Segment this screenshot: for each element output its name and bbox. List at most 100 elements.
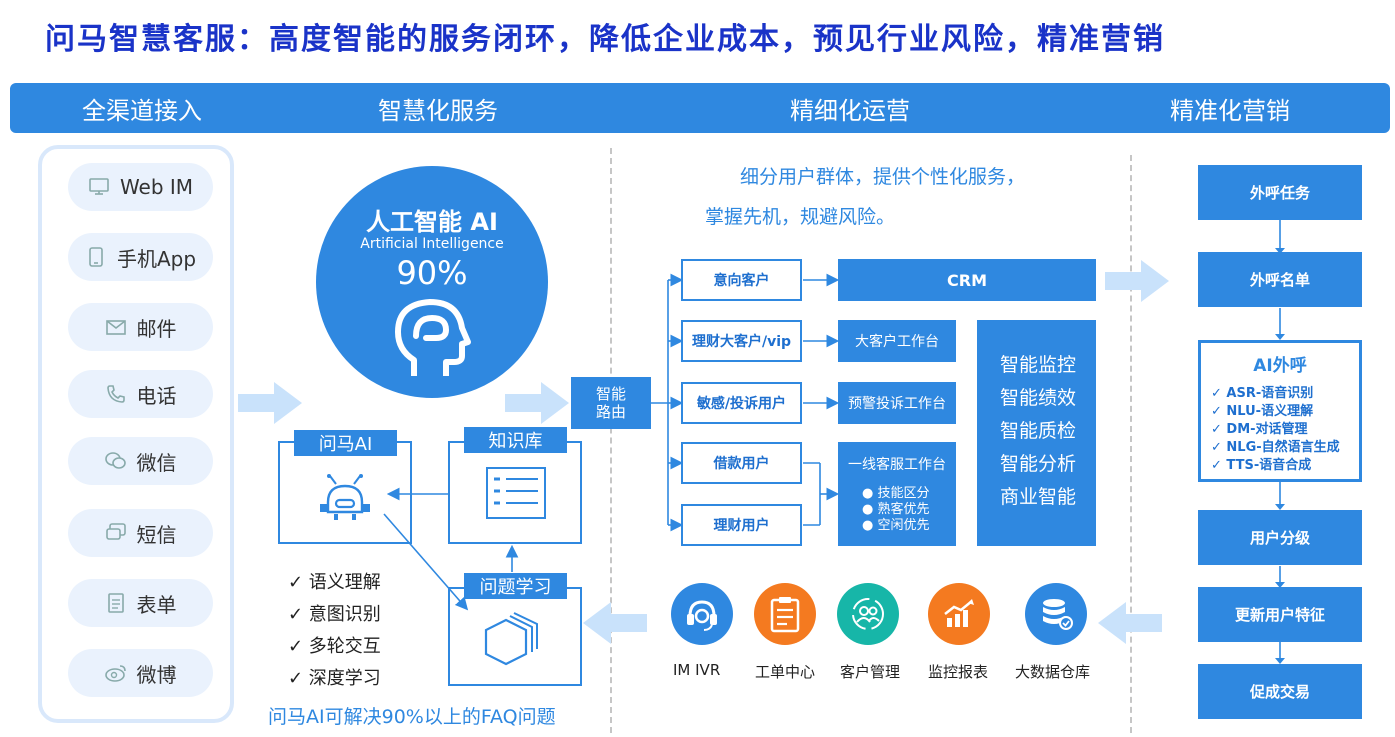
monitor-icon [88, 176, 110, 198]
outbound-list[interactable]: 外呼名单 [1198, 252, 1362, 307]
close-deal[interactable]: 促成交易 [1198, 664, 1362, 719]
mail-icon [105, 316, 127, 338]
divider-right [1130, 155, 1132, 733]
capability-item: ✓ 深度学习 [288, 668, 381, 689]
page-title: 问马智慧客服：高度智能的服务闭环，降低企业成本，预见行业风险，精准营销 [45, 22, 1165, 57]
wechat-icon [104, 450, 127, 472]
weibo-icon [104, 662, 127, 684]
knowledge-base-label: 知识库 [464, 427, 567, 453]
ai-outbound-list: ✓ ASR-语音识别 ✓ NLU-语义理解 ✓ DM-对话管理 ✓ NLG-自然… [1211, 385, 1340, 475]
chart-icon[interactable] [928, 583, 990, 645]
complaint-workbench[interactable]: 预警投诉工作台 [838, 382, 956, 424]
channel-sms[interactable]: 短信 [68, 509, 213, 557]
smart-router[interactable]: 智能 路由 [571, 377, 651, 429]
ai-head-icon [395, 299, 471, 376]
flow-arrow-data [1098, 602, 1162, 644]
ai-circle: 人工智能 AI Artificial Intelligence 90% [316, 166, 548, 398]
ai-outbound-item: ✓ NLU-语义理解 [1211, 404, 1314, 419]
layers-hexagon-icon [484, 612, 538, 666]
router-line1: 智能 [595, 385, 626, 403]
smart-item: 智能质检 [1000, 420, 1077, 442]
header-bar [10, 83, 1390, 133]
header-marketing: 精准化营销 [1170, 97, 1290, 125]
document-list-icon [486, 467, 546, 519]
module-label: 工单中心 [755, 663, 816, 681]
flow-arrow-marketing [1105, 260, 1169, 302]
headset-icon[interactable] [671, 583, 733, 645]
capability-item: ✓ 意图识别 [288, 604, 381, 625]
capability-item: ✓ 语义理解 [288, 572, 381, 593]
router-line2: 路由 [595, 403, 626, 421]
ai-subtitle: Artificial Intelligence [360, 236, 504, 252]
channel-label: Web IM [119, 175, 194, 199]
capability-item: ✓ 多轮交互 [288, 636, 381, 657]
segment-complaint-user[interactable]: 敏感/投诉用户 [681, 382, 802, 424]
header-operations: 精细化运营 [790, 97, 910, 125]
smart-item: 智能绩效 [1000, 387, 1077, 409]
crm-box[interactable]: CRM [838, 259, 1096, 301]
operations-intro-line2: 掌握先机，规避风险。 [705, 206, 896, 228]
ai-title: 人工智能 AI [366, 208, 498, 236]
sms-icon [105, 522, 127, 544]
segment-intent-customer[interactable]: 意向客户 [681, 259, 802, 301]
channel-panel [38, 145, 234, 723]
channel-telephone[interactable]: 电话 [68, 370, 213, 418]
ai-outbound-item: ✓ TTS-语音合成 [1211, 458, 1312, 473]
channel-label: 表单 [136, 592, 177, 617]
users-icon[interactable] [837, 583, 899, 645]
flow-arrow-channels [238, 382, 302, 424]
smart-item: 商业智能 [1000, 486, 1077, 508]
marketing-connectors [1275, 220, 1285, 664]
header-smart-service: 智慧化服务 [378, 97, 498, 125]
ai-outbound-box[interactable]: AI外呼 ✓ ASR-语音识别 ✓ NLU-语义理解 ✓ DM-对话管理 ✓ N… [1198, 340, 1362, 482]
user-grading[interactable]: 用户分级 [1198, 510, 1362, 565]
header-channels: 全渠道接入 [82, 97, 202, 125]
ai-percent: 90% [396, 254, 468, 292]
bullet-item: ● 技能区分 [862, 486, 930, 501]
bullet-item: ● 空闲优先 [862, 518, 930, 533]
channel-label: 短信 [136, 522, 177, 547]
question-learning-label: 问题学习 [464, 573, 567, 599]
channel-mail[interactable]: 邮件 [68, 303, 213, 351]
ai-flow-connectors [383, 487, 519, 611]
segment-vip-customer[interactable]: 理财大客户/vip [681, 320, 802, 362]
vip-workbench[interactable]: 大客户工作台 [838, 320, 956, 362]
channel-form[interactable]: 表单 [68, 579, 213, 627]
smart-item: 智能监控 [1000, 354, 1077, 376]
module-label: 客户管理 [840, 663, 901, 681]
smart-functions-panel: 智能监控 智能绩效 智能质检 智能分析 商业智能 [977, 320, 1096, 546]
bullet-item: ● 熟客优先 [862, 502, 930, 517]
ai-outbound-item: ✓ NLG-自然语言生成 [1211, 440, 1340, 455]
frontline-workbench-title: 一线客服工作台 [848, 457, 946, 473]
flow-arrow-learning [583, 602, 647, 644]
channel-label: 手机App [116, 246, 197, 271]
channel-wechat[interactable]: 微信 [68, 437, 213, 485]
module-label: IM IVR [673, 661, 721, 679]
segment-loan-user[interactable]: 借款用户 [681, 442, 802, 484]
channel-web-im[interactable]: Web IM [68, 163, 213, 211]
routing-connectors [651, 273, 840, 532]
module-label: 大数据仓库 [1015, 663, 1091, 681]
database-icon[interactable] [1025, 583, 1087, 645]
flow-arrow-router [505, 382, 569, 424]
form-icon [105, 592, 127, 614]
module-label: 监控报表 [928, 663, 989, 681]
update-user-features[interactable]: 更新用户特征 [1198, 587, 1362, 642]
channel-label: 微博 [136, 662, 177, 687]
ai-outbound-title: AI外呼 [1253, 356, 1307, 376]
segment-finance-user[interactable]: 理财用户 [681, 504, 802, 546]
channel-weibo[interactable]: 微博 [68, 649, 213, 697]
clipboard-icon[interactable] [754, 583, 816, 645]
phone-icon [85, 246, 107, 268]
frontline-workbench[interactable]: 一线客服工作台 ● 技能区分 ● 熟客优先 ● 空闲优先 [838, 442, 956, 546]
ai-outbound-item: ✓ ASR-语音识别 [1211, 386, 1314, 401]
channel-label: 微信 [136, 450, 177, 475]
channel-app[interactable]: 手机App [68, 233, 213, 281]
channel-label: 邮件 [136, 316, 177, 341]
ai-outbound-item: ✓ DM-对话管理 [1211, 422, 1308, 437]
outbound-task[interactable]: 外呼任务 [1198, 165, 1362, 220]
telephone-icon [105, 383, 127, 405]
operations-intro-line1: 细分用户群体，提供个性化服务， [740, 166, 1026, 188]
frontline-bullets: ● 技能区分 ● 熟客优先 ● 空闲优先 [862, 486, 930, 534]
wenma-ai-label: 问马AI [294, 430, 397, 456]
